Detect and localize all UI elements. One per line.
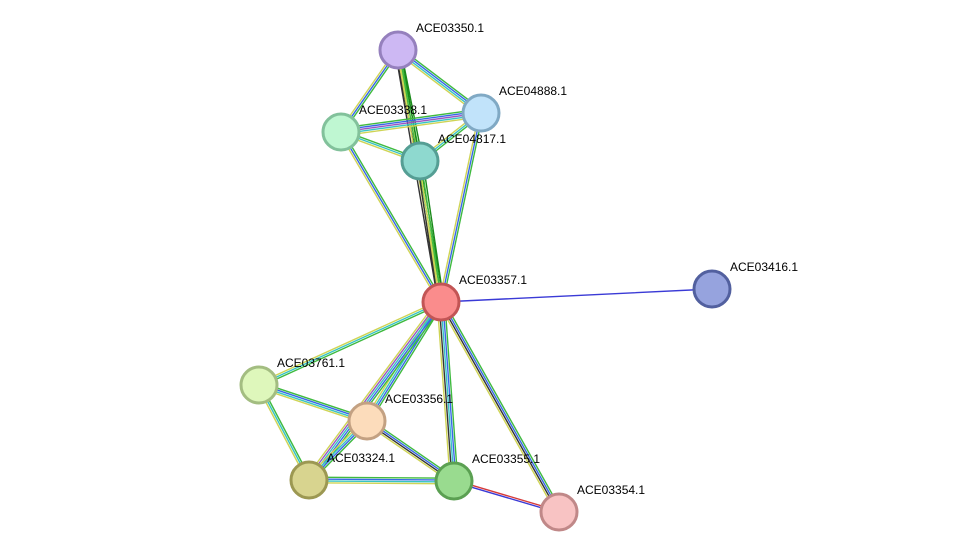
edge-strand	[439, 301, 559, 514]
edge-strand	[368, 302, 445, 424]
edge-strand	[438, 111, 480, 303]
edge-strand	[418, 160, 441, 303]
edge-n4-n5	[416, 159, 445, 304]
node-ace03355-1[interactable]: ACE03355.1	[434, 452, 540, 501]
edge-strand	[365, 300, 441, 422]
edge-strand	[442, 112, 484, 304]
edge-strand	[422, 159, 445, 303]
node-label: ACE04817.1	[438, 132, 506, 146]
edge-strand	[305, 299, 439, 479]
node-label: ACE03350.1	[416, 21, 484, 35]
edge-n5-n6	[440, 288, 713, 303]
edge-strand	[442, 301, 457, 482]
node-circle[interactable]	[289, 460, 329, 500]
edge-strand	[308, 478, 455, 481]
edge-strand	[340, 110, 482, 131]
edge-strand	[340, 131, 442, 303]
node-ace03354-1[interactable]: ACE03354.1	[539, 483, 645, 532]
edge-strand	[438, 301, 453, 482]
edge-strand	[258, 301, 442, 386]
edge-strand	[308, 301, 442, 481]
edge-strand	[308, 480, 455, 483]
node-circle[interactable]	[347, 401, 387, 441]
node-circle[interactable]	[692, 269, 732, 309]
node-label: ACE03357.1	[459, 273, 527, 287]
edge-strand	[416, 160, 439, 304]
edge-n5-n8	[363, 299, 445, 424]
node-ace03324-1[interactable]: ACE03324.1	[289, 451, 395, 500]
node-circle[interactable]	[539, 492, 579, 532]
node-ace03350-1[interactable]: ACE03350.1	[378, 21, 484, 70]
node-label: ACE04888.1	[499, 84, 567, 98]
node-circle[interactable]	[378, 30, 418, 70]
node-circle[interactable]	[421, 282, 461, 322]
node-ace03416-1[interactable]: ACE03416.1	[692, 260, 798, 309]
edge-strand	[363, 299, 440, 421]
edge-strand	[340, 116, 483, 137]
edge-strand	[340, 112, 482, 133]
node-ace03338-1[interactable]: ACE03338.1	[321, 103, 427, 152]
edge-strand	[437, 302, 558, 515]
node-label: ACE03356.1	[385, 392, 453, 406]
node-ace04888-1[interactable]: ACE04888.1	[461, 84, 567, 133]
edge-n5-n11	[437, 299, 563, 515]
node-circle[interactable]	[461, 93, 501, 133]
node-ace03357-1[interactable]: ACE03357.1	[421, 273, 527, 322]
node-label: ACE03355.1	[472, 452, 540, 466]
edge-strand	[308, 482, 455, 485]
edge-strand	[341, 130, 444, 302]
edge-strand	[338, 132, 441, 304]
node-ace03356-1[interactable]: ACE03356.1	[347, 392, 453, 441]
edge-n5-n10	[436, 301, 459, 482]
edge-n5-n7	[257, 299, 443, 388]
edge-strand	[339, 108, 482, 129]
node-label: ACE03761.1	[277, 356, 345, 370]
edge-strand	[306, 300, 441, 480]
edge-n3-n5	[338, 130, 444, 304]
node-ace04817-1[interactable]: ACE04817.1	[400, 132, 506, 181]
edge-strand	[257, 299, 441, 384]
edge-strand	[442, 299, 563, 512]
node-label: ACE03416.1	[730, 260, 798, 274]
node-circle[interactable]	[400, 141, 440, 181]
node-label: ACE03324.1	[327, 451, 395, 465]
edge-strand	[441, 300, 561, 513]
edge-n3-n2	[339, 108, 483, 137]
edge-strand	[440, 112, 482, 303]
edge-strand	[420, 160, 443, 303]
edge-strand	[440, 288, 713, 303]
edge-n9-n10	[308, 476, 455, 485]
node-circle[interactable]	[321, 112, 361, 152]
node-label: ACE03354.1	[577, 483, 645, 497]
edge-strand	[259, 303, 443, 388]
edge-strand	[436, 301, 451, 482]
edge-strand	[444, 301, 459, 482]
edge-strand	[308, 476, 455, 479]
node-label: ACE03338.1	[359, 103, 427, 117]
node-circle[interactable]	[239, 365, 279, 405]
node-ace03761-1[interactable]: ACE03761.1	[239, 356, 345, 405]
edge-strand	[440, 301, 455, 482]
edge-strand	[340, 114, 482, 135]
node-circle[interactable]	[434, 461, 474, 501]
network-nodes: ACE03350.1ACE04888.1ACE03338.1ACE04817.1…	[239, 21, 798, 532]
edge-strand	[367, 301, 443, 423]
edge-n2-n5	[438, 111, 484, 304]
